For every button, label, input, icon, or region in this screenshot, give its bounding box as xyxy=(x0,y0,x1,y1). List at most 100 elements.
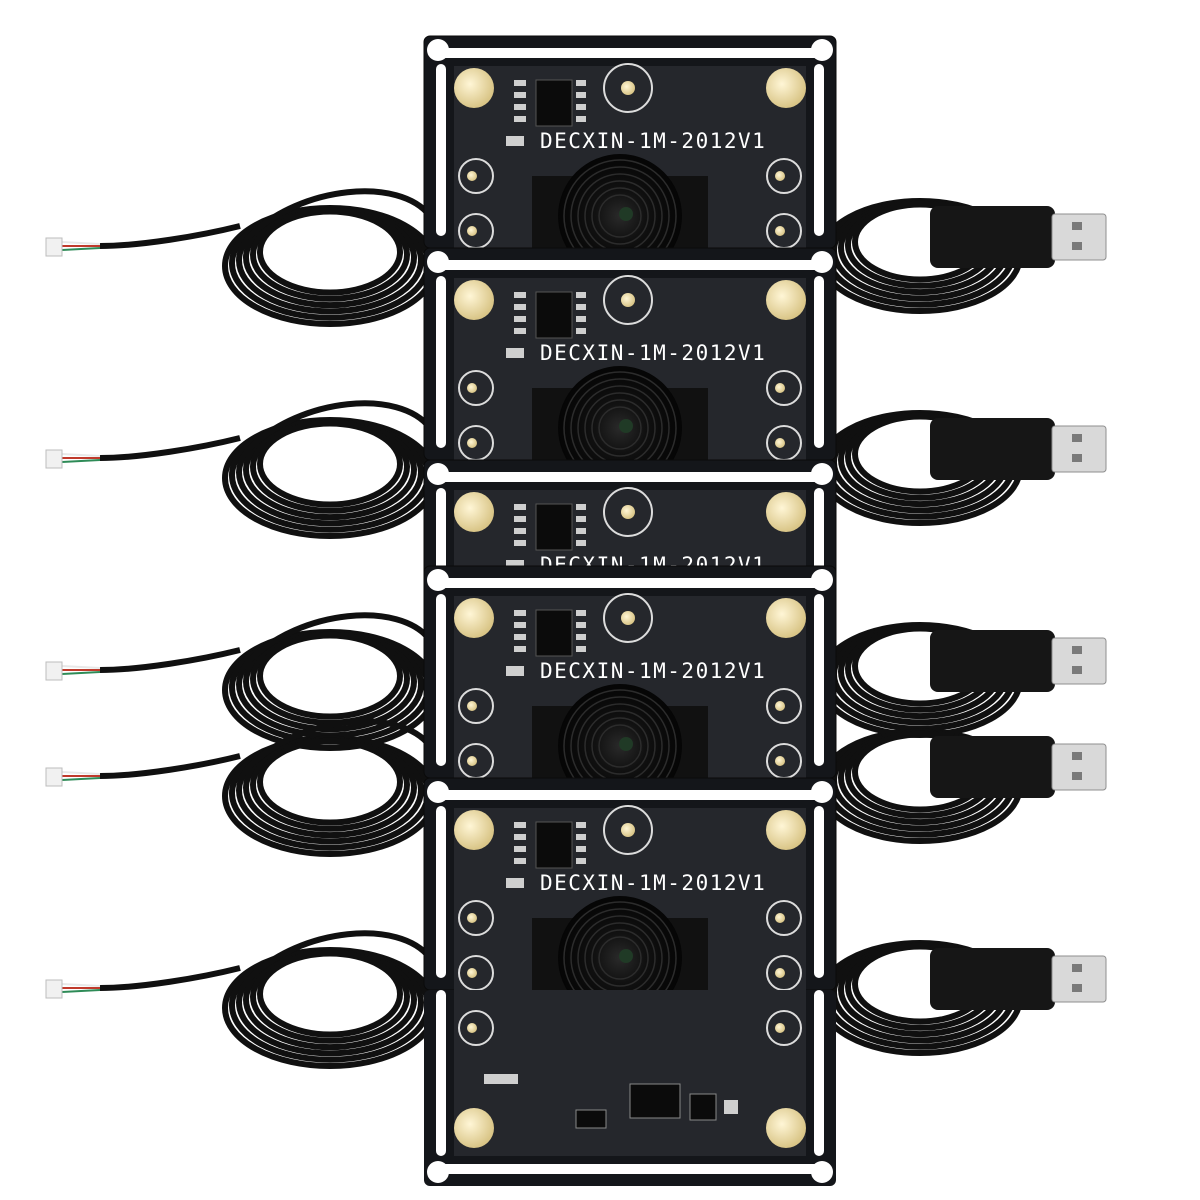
camera-module: DECXIN-1M-2012V1 xyxy=(45,35,1107,327)
test-point xyxy=(458,1010,494,1046)
smd-component xyxy=(575,1109,607,1129)
pcb-slot xyxy=(436,48,824,58)
test-point-pad xyxy=(467,913,477,923)
test-point-pad xyxy=(467,968,477,978)
smd-resistor xyxy=(576,292,586,298)
test-point-pad xyxy=(775,701,785,711)
smd-resistor xyxy=(514,834,526,840)
test-point xyxy=(766,688,802,724)
pcb-slot xyxy=(436,472,824,482)
pcb-slot xyxy=(436,260,824,270)
gold-pad xyxy=(766,492,806,532)
lens-ring xyxy=(598,406,642,450)
pcb-inner xyxy=(454,990,806,1156)
smd-resistor xyxy=(514,858,526,864)
smd-resistor xyxy=(576,80,586,86)
smd-resistor xyxy=(514,646,526,652)
smd-resistor xyxy=(514,316,526,322)
mounting-hole xyxy=(427,781,449,803)
gold-pad xyxy=(454,280,494,320)
test-point-pad xyxy=(467,756,477,766)
test-point-pad xyxy=(467,226,477,236)
smd-resistor xyxy=(576,116,586,122)
test-point-pad xyxy=(775,226,785,236)
test-point xyxy=(766,900,802,936)
usb-plug-body xyxy=(930,736,1055,798)
board-label: DECXIN-1M-2012V1 xyxy=(540,871,766,895)
left-cable-lead xyxy=(247,400,433,451)
pcb-slot xyxy=(814,806,824,978)
board-label: DECXIN-1M-2012V1 xyxy=(540,659,766,683)
connector-pad xyxy=(621,293,635,307)
left-cable-lead xyxy=(247,718,433,769)
smd-resistor xyxy=(514,540,526,546)
pcb-slot xyxy=(436,990,446,1156)
mounting-hole xyxy=(811,569,833,591)
white-wire xyxy=(61,771,101,775)
connector-ring xyxy=(603,487,653,537)
smd-capacitor xyxy=(724,1100,738,1114)
camera-module: DECXIN-1M-2012V1 xyxy=(45,247,1107,539)
test-point xyxy=(458,900,494,936)
test-point-pad xyxy=(775,913,785,923)
smd-resistor xyxy=(576,528,586,534)
pcb-slot xyxy=(436,276,446,448)
lens-ring xyxy=(598,936,642,980)
smd-resistor xyxy=(576,92,586,98)
white-wire xyxy=(61,241,101,245)
ic-chip xyxy=(535,291,573,339)
smd-resistor xyxy=(514,822,526,828)
usb-plug-metal xyxy=(1051,425,1107,473)
smd-resistor xyxy=(576,834,586,840)
test-point-pad xyxy=(775,1023,785,1033)
white-wire xyxy=(61,665,101,669)
smd-resistor xyxy=(576,634,586,640)
usb-pin-slot xyxy=(1072,984,1082,992)
pcb-slot xyxy=(436,790,824,800)
left-cable-tail xyxy=(99,753,241,779)
smd-resistor xyxy=(576,304,586,310)
test-point xyxy=(458,688,494,724)
smd-resistor xyxy=(576,822,586,828)
test-point xyxy=(766,370,802,406)
green-wire xyxy=(61,459,101,463)
smd-resistor xyxy=(576,622,586,628)
left-cable-coil xyxy=(257,738,403,826)
mounting-hole xyxy=(427,1161,449,1183)
mounting-hole xyxy=(811,39,833,61)
camera-module-bottom xyxy=(424,990,836,1186)
lens-ring xyxy=(591,187,649,245)
smd-resistor xyxy=(514,304,526,310)
jst-connector xyxy=(45,767,63,787)
ic-chip xyxy=(535,821,573,869)
test-point-pad xyxy=(775,756,785,766)
lens-ring xyxy=(591,399,649,457)
smd-resistor xyxy=(576,516,586,522)
smd-resistor xyxy=(576,858,586,864)
smd-led xyxy=(506,348,524,358)
connector-pad xyxy=(621,505,635,519)
left-cable-tail xyxy=(99,965,241,991)
pcb-slot xyxy=(814,594,824,766)
usb-pin-slot xyxy=(1072,454,1082,462)
connector-ring xyxy=(603,275,653,325)
green-wire xyxy=(61,777,101,781)
ic-chip xyxy=(535,79,573,127)
smd-resistor xyxy=(514,328,526,334)
jst-connector xyxy=(45,979,63,999)
lens-glass xyxy=(619,419,633,433)
smd-resistor xyxy=(576,104,586,110)
smd-resistor xyxy=(514,504,526,510)
pcb-slot xyxy=(814,64,824,236)
usb-plug-body xyxy=(930,418,1055,480)
gold-pad xyxy=(454,1108,494,1148)
mounting-hole xyxy=(811,781,833,803)
usb-plug-metal xyxy=(1051,955,1107,1003)
smd-resistor xyxy=(514,610,526,616)
ic-chip xyxy=(535,609,573,657)
left-cable-coil xyxy=(257,208,403,296)
smd-led xyxy=(506,878,524,888)
smd-resistor xyxy=(514,634,526,640)
test-point xyxy=(766,158,802,194)
